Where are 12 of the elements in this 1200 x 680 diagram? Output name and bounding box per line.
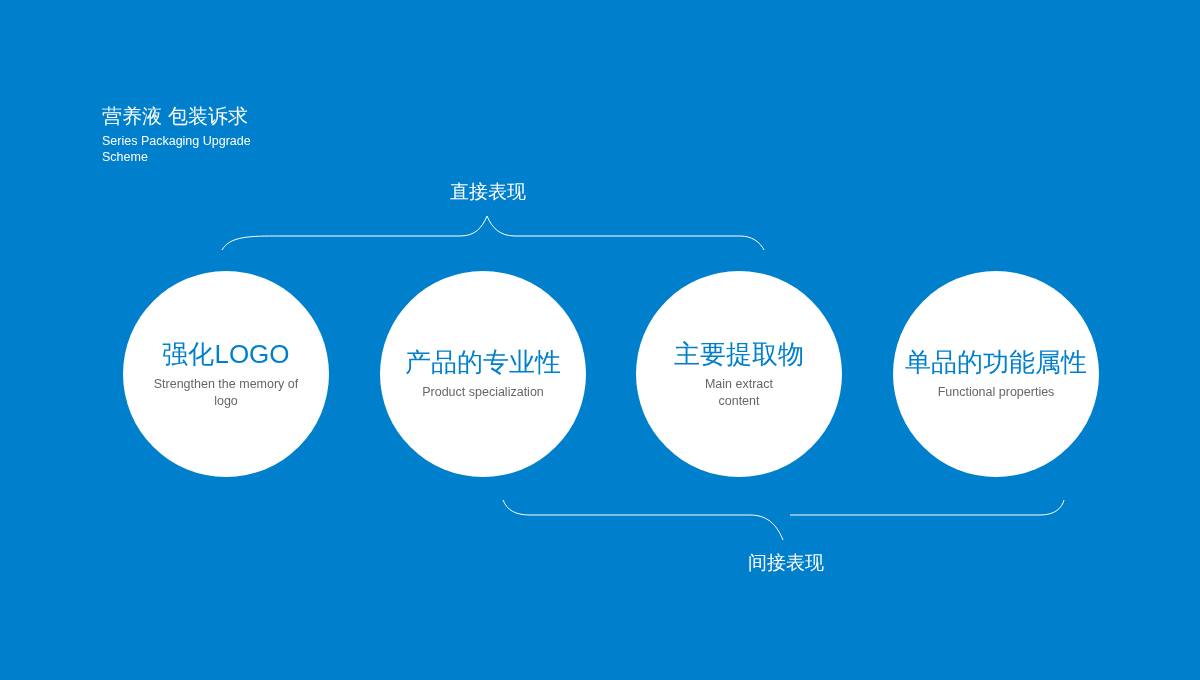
node-subtitle: Functional properties bbox=[937, 384, 1055, 401]
node-subtitle: Strengthen the memory of logo bbox=[152, 376, 300, 409]
node-heading: 单品的功能属性 bbox=[905, 347, 1087, 379]
node-heading: 产品的专业性 bbox=[405, 347, 561, 379]
node-subtitle: Product specialization bbox=[422, 384, 544, 401]
bracket-label: 间接表现 bbox=[748, 551, 824, 575]
node-heading: 主要提取物 bbox=[674, 339, 804, 371]
node-heading: 强化LOGO bbox=[162, 339, 290, 371]
bracket-label: 直接表现 bbox=[450, 180, 526, 204]
title: 营养液 包装诉求 bbox=[102, 104, 248, 129]
node-subtitle: Main extract content bbox=[703, 376, 775, 409]
subtitle: Series Packaging Upgrade Scheme bbox=[102, 133, 252, 166]
